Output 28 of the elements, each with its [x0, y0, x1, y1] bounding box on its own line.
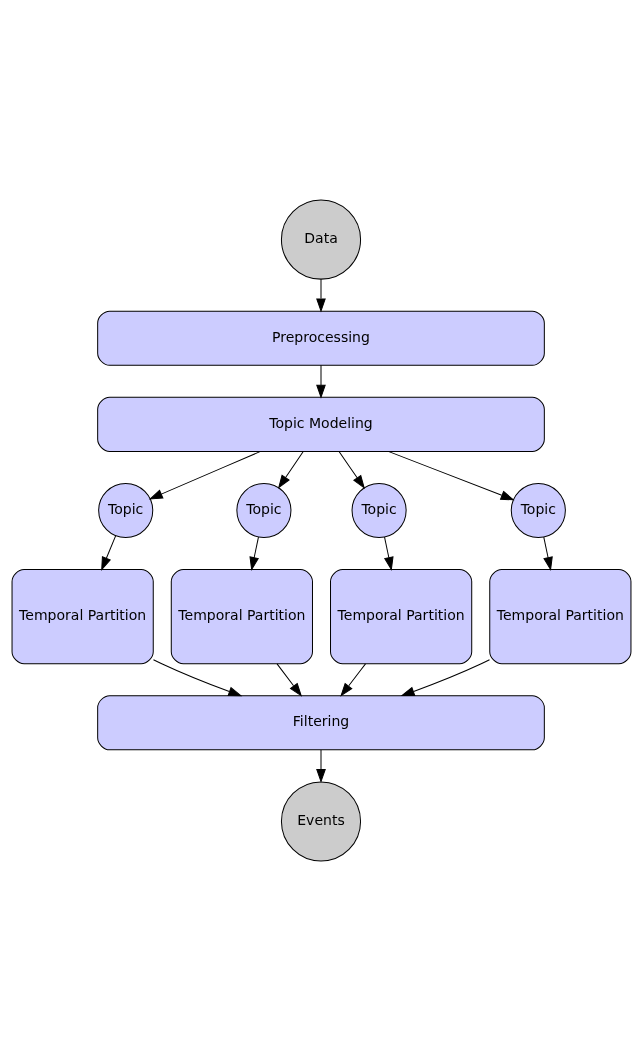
arrow: [340, 662, 366, 696]
arrow: [543, 536, 553, 570]
arrow: [153, 658, 242, 696]
arrow: [149, 450, 262, 499]
node-box: Temporal Partition: [170, 568, 313, 664]
arrow: [276, 662, 302, 696]
arrow: [401, 658, 490, 696]
node-box: Temporal Partition: [11, 568, 154, 664]
arrow: [316, 364, 326, 398]
arrow: [384, 536, 394, 570]
node-circle: Topic: [98, 482, 154, 538]
arrow: [278, 450, 304, 488]
node-circle: Topic: [236, 482, 292, 538]
node-box: Temporal Partition: [330, 568, 473, 664]
arrow: [338, 450, 365, 488]
arrow: [101, 534, 117, 570]
arrow: [249, 536, 259, 570]
arrow: [387, 450, 514, 500]
node-circle: Events: [280, 780, 362, 861]
node-box: Temporal Partition: [489, 568, 632, 664]
arrow: [316, 748, 326, 782]
node-box: Topic Modeling: [97, 396, 545, 452]
node-circle: Data: [280, 199, 362, 280]
arrow: [316, 278, 326, 311]
node-circle: Topic: [510, 482, 566, 538]
node-box: Preprocessing: [97, 310, 545, 366]
node-circle: Topic: [351, 482, 407, 538]
node-box: Filtering: [97, 694, 545, 750]
